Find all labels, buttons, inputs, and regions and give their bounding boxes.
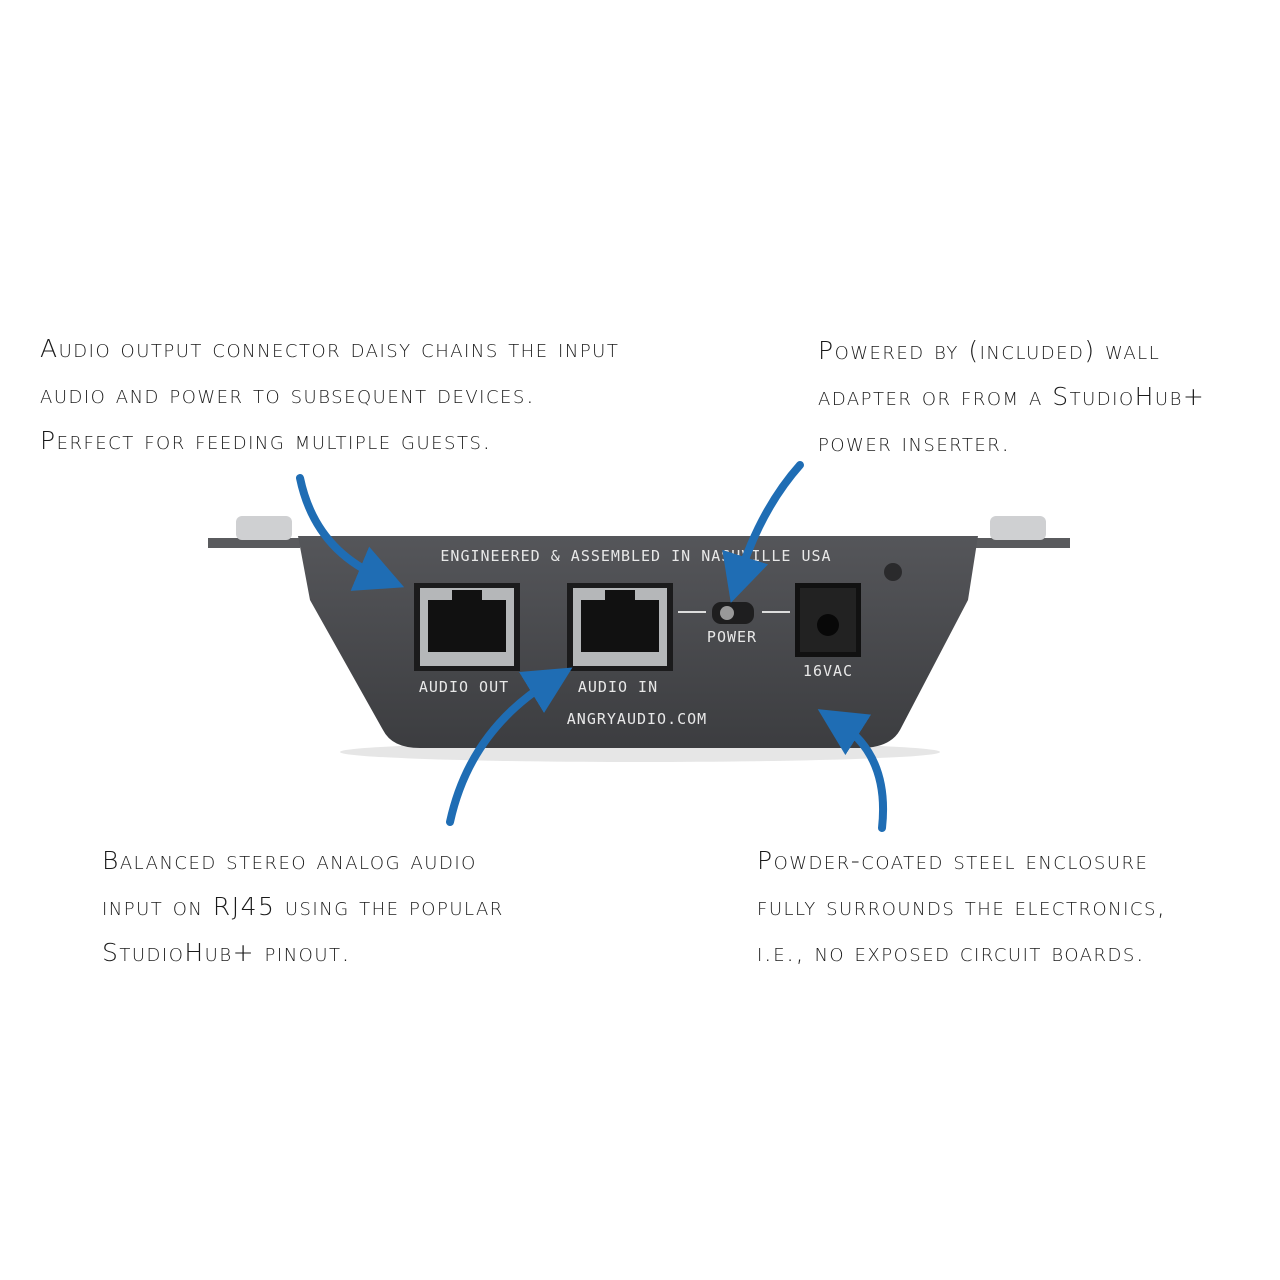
- screw: [884, 563, 902, 581]
- arrow-power: [722, 461, 804, 603]
- audio-in-jack[interactable]: [567, 583, 673, 671]
- annotation-audio-out: Audio output connector daisy chains the …: [40, 326, 619, 464]
- annotation-line: adapter or from a StudioHub+: [818, 382, 1206, 411]
- annotation-line: StudioHub+ pinout.: [102, 938, 351, 967]
- power-label: POWER: [707, 628, 757, 646]
- dc-label: 16VAC: [803, 662, 853, 680]
- annotation-line: Perfect for feeding multiple guests.: [40, 426, 492, 455]
- audio-out-label: AUDIO OUT: [419, 678, 509, 696]
- mounting-flange: [208, 516, 1070, 548]
- annotation-line: fully surrounds the electronics,: [757, 892, 1167, 921]
- annotation-line: i.e., no exposed circuit boards.: [757, 938, 1146, 967]
- annotation-line: Powered by (included) wall: [818, 336, 1161, 365]
- annotation-line: Powder-coated steel enclosure: [757, 846, 1149, 875]
- annotation-line: input on RJ45 using the popular: [102, 892, 504, 921]
- audio-in-label: AUDIO IN: [578, 678, 658, 696]
- annotation-line: audio and power to subsequent devices.: [40, 380, 536, 409]
- annotation-enclosure: Powder-coated steel enclosure fully surr…: [757, 838, 1166, 976]
- annotation-line: Audio output connector daisy chains the …: [40, 334, 620, 363]
- panel-top-label: ENGINEERED & ASSEMBLED IN NASHVILLE USA: [440, 547, 831, 565]
- annotation-audio-in: Balanced stereo analog audio input on RJ…: [102, 838, 504, 976]
- power-switch[interactable]: [678, 602, 790, 624]
- website-label: ANGRYAUDIO.COM: [567, 710, 707, 728]
- annotation-line: Balanced stereo analog audio: [102, 846, 477, 875]
- arrow-enclosure: [817, 709, 887, 832]
- arrow-audio-in: [446, 667, 573, 826]
- annotation-line: power inserter.: [818, 428, 1011, 457]
- arrow-audio-out: [296, 474, 405, 591]
- annotation-power: Powered by (included) wall adapter or fr…: [818, 328, 1205, 466]
- audio-out-jack[interactable]: [414, 583, 520, 671]
- dc-power-jack[interactable]: [795, 583, 861, 657]
